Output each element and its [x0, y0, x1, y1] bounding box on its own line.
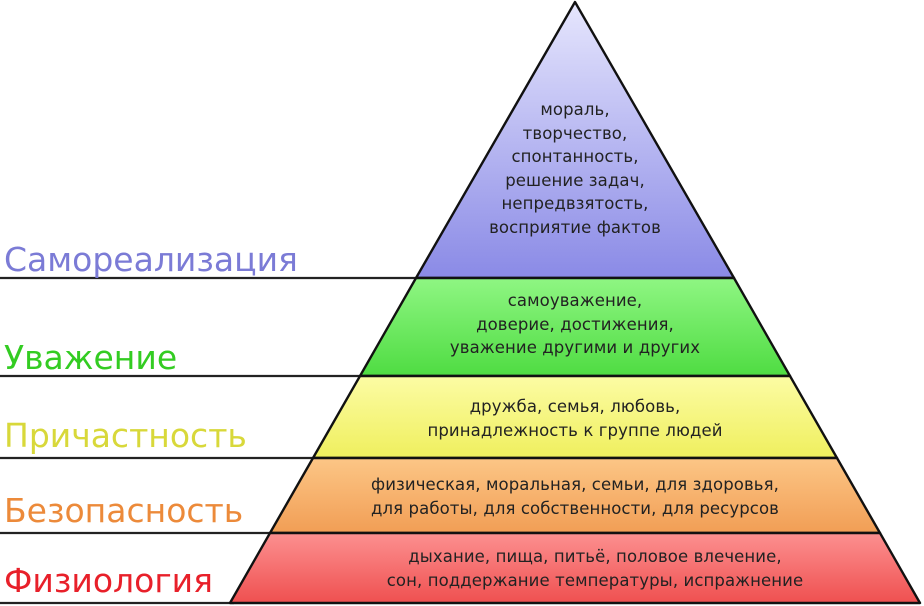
- level-name-belonging: Причастность: [4, 416, 247, 455]
- level-description-safety: физическая, моральная, семьи, для здоров…: [295, 473, 855, 520]
- level-description-esteem: самоуважение, доверие, достижения, уваже…: [395, 289, 755, 360]
- description-line: решение задач,: [505, 170, 645, 190]
- description-line: физическая, моральная, семьи, для здоров…: [370, 475, 779, 494]
- description-line: дыхание, пища, питьё, половое влечение,: [408, 547, 782, 566]
- level-name-self-actualization: Самореализация: [4, 240, 298, 279]
- description-line: принадлежность к группе людей: [427, 420, 723, 440]
- level-name-safety: Безопасность: [4, 491, 244, 530]
- level-description-self-actualization: мораль, творчество, спонтанность, решени…: [475, 98, 675, 239]
- description-line: мораль,: [540, 100, 610, 119]
- description-line: непредвзятость,: [501, 194, 649, 213]
- level-name-esteem: Уважение: [4, 338, 178, 377]
- level-description-physiological: дыхание, пища, питьё, половое влечение, …: [300, 545, 890, 592]
- description-line: творчество,: [522, 123, 628, 143]
- description-line: уважение другими и других: [449, 338, 701, 357]
- description-line: спонтанность,: [511, 147, 639, 166]
- description-line: дружба, семья, любовь,: [469, 397, 681, 416]
- level-name-physiological: Физиология: [4, 561, 213, 600]
- description-line: для работы, для собственности, для ресур…: [371, 498, 779, 518]
- level-physiological-shape: [228, 531, 922, 605]
- description-line: доверие, достижения,: [476, 314, 674, 334]
- description-line: восприятие фактов: [489, 217, 661, 237]
- level-separators: [0, 276, 420, 605]
- description-line: сон, поддержание температуры, испражнени…: [386, 570, 804, 590]
- level-description-belonging: дружба, семья, любовь, принадлежность к …: [365, 395, 785, 442]
- description-line: самоуважение,: [507, 291, 643, 310]
